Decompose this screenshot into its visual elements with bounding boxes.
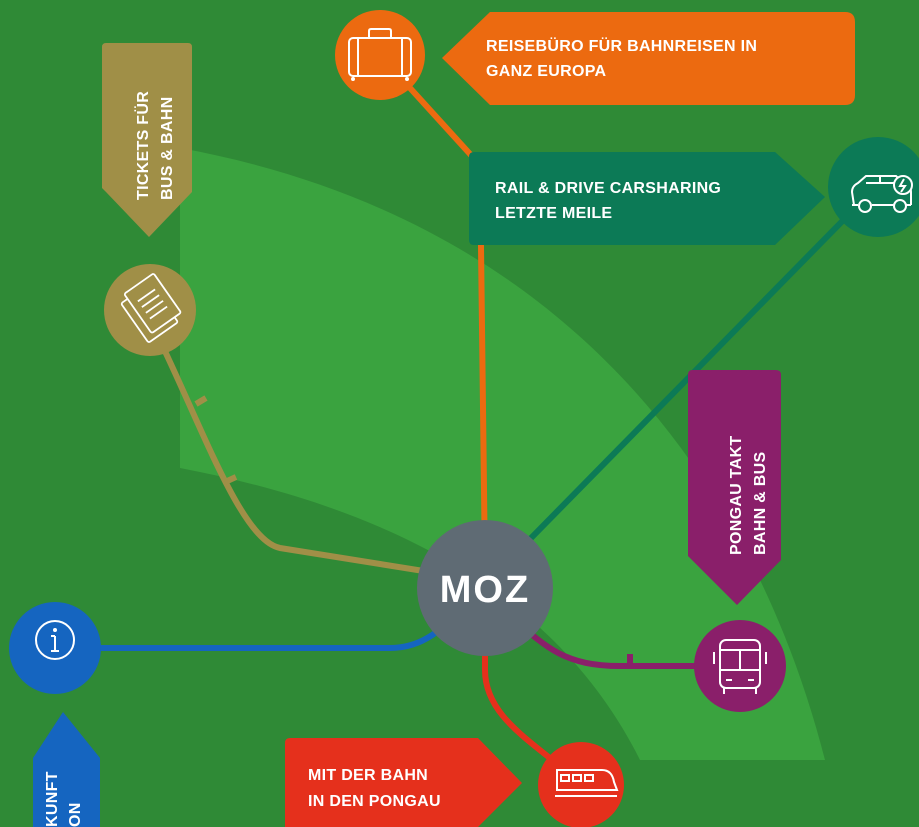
line-tickets <box>147 318 481 583</box>
callout-tickets-line1: TICKETS FÜR <box>133 91 152 200</box>
callout-bahn-line1: MIT DER BAHN <box>308 767 428 784</box>
line-carsharing <box>477 192 871 593</box>
train-icon <box>555 769 619 797</box>
node-carsharing[interactable] <box>828 137 919 237</box>
info-icon <box>35 620 75 660</box>
bus-icon <box>713 639 767 694</box>
callout-bahn <box>285 738 522 827</box>
callout-carsharing <box>469 152 825 245</box>
callout-pongau-takt-line1: PONGAU TAKT <box>728 436 745 555</box>
callout-tickets <box>102 43 192 237</box>
callout-reisebuero-line2: GANZ EUROPA <box>486 63 606 80</box>
callout-pongau-takt <box>688 370 781 605</box>
callout-reisebuero-line1: REISEBÜRO FÜR BAHNREISEN IN <box>486 36 757 55</box>
node-reisebuero[interactable] <box>335 10 425 100</box>
callout-carsharing-line2: LETZTE MEILE <box>495 205 612 222</box>
hub-node[interactable]: MOZ <box>417 520 553 656</box>
line-tickets-tick <box>194 395 208 407</box>
callout-auskunft-line2: ON <box>67 802 84 827</box>
line-tickets-tick <box>223 474 238 485</box>
callout-carsharing-line1: RAIL & DRIVE CARSHARING <box>495 180 721 197</box>
callout-auskunft <box>33 712 100 827</box>
callout-tickets-line2: BUS & BAHN <box>159 97 176 200</box>
electric-car-icon <box>850 175 913 213</box>
node-bahn[interactable] <box>538 742 624 827</box>
fan-shape <box>180 148 825 760</box>
suitcase-icon <box>348 28 412 81</box>
callout-bahn-line2: IN DEN PONGAU <box>308 793 441 810</box>
callout-pongau-takt-line2: BAHN & BUS <box>752 452 769 555</box>
hub-label: MOZ <box>440 569 530 611</box>
tickets-icon <box>120 273 182 343</box>
node-pongau-takt[interactable] <box>694 620 786 712</box>
callout-reisebuero <box>442 12 855 105</box>
node-tickets[interactable] <box>104 264 196 356</box>
node-auskunft[interactable] <box>9 602 101 694</box>
callout-auskunft-line1: KUNFT <box>44 771 61 827</box>
